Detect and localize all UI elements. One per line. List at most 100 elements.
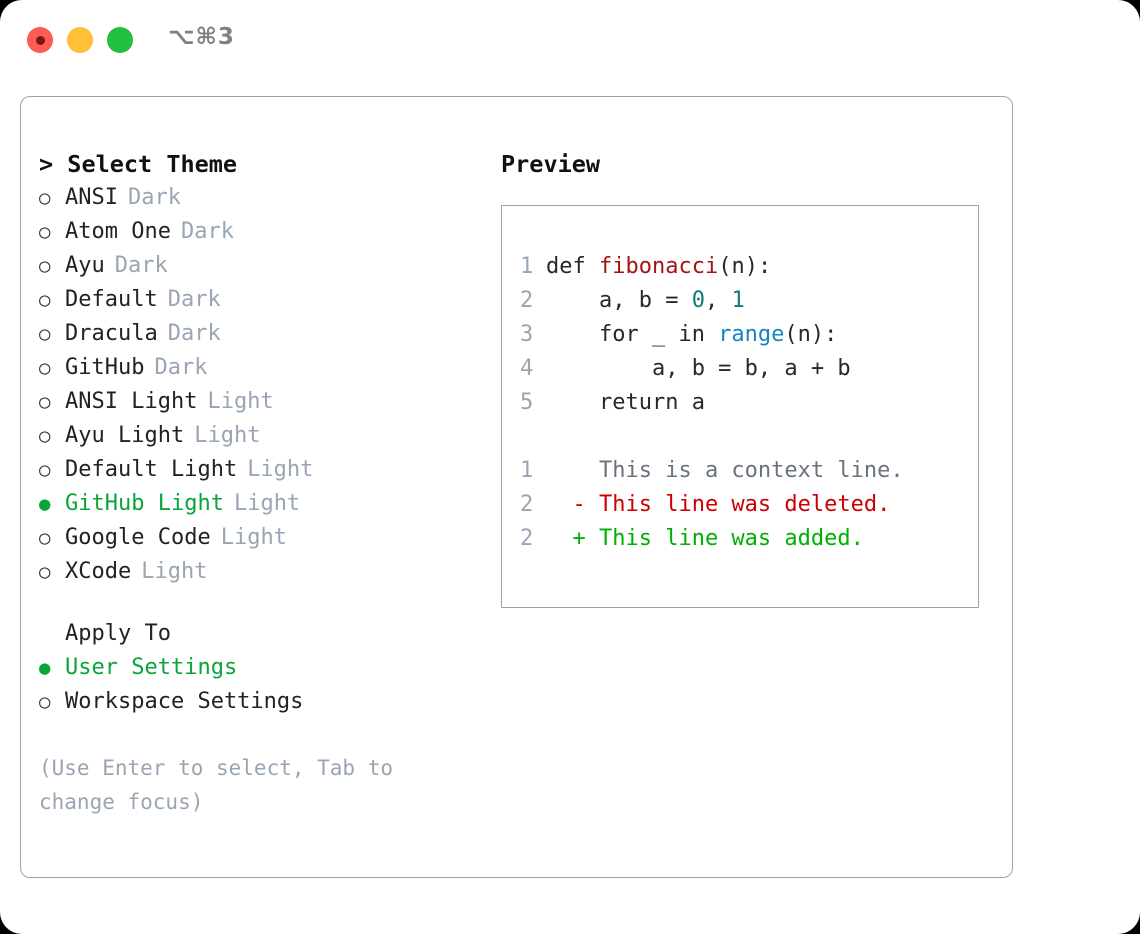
radio-unselected-icon: ○ bbox=[39, 561, 51, 583]
radio-unselected-icon: ○ bbox=[39, 459, 51, 481]
theme-option-tag: Light bbox=[220, 525, 287, 550]
diff-line-added: 2 + This line was added. bbox=[520, 522, 978, 556]
theme-option-label: Google Code bbox=[65, 525, 211, 550]
diff-sample: 1 This is a context line. 2 - This line w… bbox=[520, 454, 978, 556]
code-token: fibonacci bbox=[598, 254, 719, 279]
line-number: 1 bbox=[520, 254, 534, 279]
theme-option-tag: Dark bbox=[180, 219, 234, 244]
code-token: a, b = b, a + b bbox=[546, 356, 851, 381]
apply-to-option-label: User Settings bbox=[65, 655, 238, 680]
code-line: 4 a, b = b, a + b bbox=[520, 352, 978, 386]
keyboard-hint: (Use Enter to select, Tab to change focu… bbox=[39, 756, 394, 814]
select-theme-header: > Select Theme bbox=[39, 150, 238, 178]
code-token: a, b = bbox=[546, 288, 692, 313]
diff-line-context: 1 This is a context line. bbox=[520, 454, 978, 488]
theme-option-xcode[interactable]: ○ XCode Light bbox=[39, 555, 479, 589]
diff-line-text: This line was deleted. bbox=[598, 492, 891, 517]
radio-unselected-icon: ○ bbox=[39, 187, 51, 209]
theme-option-tag: Light bbox=[207, 389, 274, 414]
traffic-lights bbox=[27, 27, 133, 53]
line-number: 2 bbox=[520, 526, 534, 551]
theme-option-label: ANSI bbox=[65, 185, 118, 210]
theme-option-ansi[interactable]: ○ ANSI Dark bbox=[39, 181, 479, 215]
diff-sign: + bbox=[546, 526, 599, 551]
radio-unselected-icon: ○ bbox=[39, 289, 51, 311]
code-token: 0 bbox=[691, 288, 705, 313]
apply-to-option-workspace-settings[interactable]: ○ Workspace Settings bbox=[39, 685, 479, 719]
theme-option-label: Ayu bbox=[65, 253, 105, 278]
diff-sign bbox=[546, 454, 599, 488]
theme-option-tag: Light bbox=[233, 491, 301, 516]
theme-option-label: Atom One bbox=[65, 219, 171, 244]
title-bar: ⌥⌘3 bbox=[0, 0, 1140, 78]
radio-unselected-icon: ○ bbox=[39, 425, 51, 447]
line-number: 3 bbox=[520, 322, 534, 347]
theme-option-github-light[interactable]: ● GitHub Light Light bbox=[39, 487, 479, 521]
theme-option-tag: Light bbox=[194, 423, 261, 448]
code-line: 2 a, b = 0, 1 bbox=[520, 284, 978, 318]
theme-option-tag: Dark bbox=[154, 355, 208, 380]
theme-option-label: Default bbox=[65, 287, 158, 312]
apply-to-list[interactable]: ●User Settings ○ Workspace Settings bbox=[39, 651, 479, 719]
theme-option-tag: Dark bbox=[167, 321, 221, 346]
spacer bbox=[39, 719, 479, 751]
spacer bbox=[520, 420, 978, 454]
code-token: range bbox=[718, 322, 785, 347]
theme-option-tag: Dark bbox=[127, 185, 181, 210]
code-token: for _ in bbox=[546, 322, 719, 347]
code-token: , bbox=[704, 288, 732, 313]
code-line-text: a, b = 0, 1 bbox=[546, 284, 745, 318]
radio-unselected-icon: ○ bbox=[39, 391, 51, 413]
line-number: 5 bbox=[520, 390, 534, 415]
theme-option-ayu-light[interactable]: ○ Ayu Light Light bbox=[39, 419, 479, 453]
theme-option-ayu[interactable]: ○ Ayu Dark bbox=[39, 249, 479, 283]
theme-option-tag: Dark bbox=[114, 253, 168, 278]
radio-unselected-icon: ○ bbox=[39, 255, 51, 277]
theme-option-atom-one[interactable]: ○ Atom One Dark bbox=[39, 215, 479, 249]
theme-option-tag: Dark bbox=[167, 287, 221, 312]
code-line-text: def fibonacci(n): bbox=[546, 250, 771, 284]
diff-line-text: This line was added. bbox=[598, 526, 864, 551]
code-line-text: a, b = b, a + b bbox=[546, 352, 851, 386]
theme-option-tag: Light bbox=[141, 559, 208, 584]
zoom-button[interactable] bbox=[107, 27, 133, 53]
window-shortcut-label: ⌥⌘3 bbox=[168, 24, 235, 50]
radio-unselected-icon: ○ bbox=[39, 527, 51, 549]
theme-option-label: Ayu Light bbox=[65, 423, 185, 448]
line-number: 4 bbox=[520, 356, 534, 381]
apply-to-label: Apply To bbox=[65, 621, 171, 646]
radio-unselected-icon: ○ bbox=[39, 691, 51, 713]
theme-option-label: Dracula bbox=[65, 321, 158, 346]
line-number: 2 bbox=[520, 492, 534, 517]
theme-option-label: XCode bbox=[65, 559, 132, 584]
theme-option-label: GitHub Light bbox=[65, 491, 224, 516]
code-line: 1 def fibonacci(n): bbox=[520, 250, 978, 284]
apply-to-option-user-settings[interactable]: ●User Settings bbox=[39, 651, 479, 685]
code-token: return a bbox=[546, 390, 705, 415]
theme-option-default[interactable]: ○ Default Dark bbox=[39, 283, 479, 317]
line-number: 1 bbox=[520, 458, 534, 483]
diff-sign: - bbox=[546, 492, 599, 517]
radio-selected-icon: ● bbox=[39, 493, 51, 515]
code-line: 5 return a bbox=[520, 386, 978, 420]
apply-to-option-label: Workspace Settings bbox=[65, 689, 304, 714]
minimize-button[interactable] bbox=[67, 27, 93, 53]
code-token: (n): bbox=[718, 254, 772, 279]
theme-option-label: GitHub bbox=[65, 355, 145, 380]
code-line: 3 for _ in range(n): bbox=[520, 318, 978, 352]
close-button[interactable] bbox=[27, 27, 53, 53]
code-token: 1 bbox=[731, 288, 745, 313]
radio-unselected-icon: ○ bbox=[39, 221, 51, 243]
theme-option-google-code[interactable]: ○ Google Code Light bbox=[39, 521, 479, 555]
